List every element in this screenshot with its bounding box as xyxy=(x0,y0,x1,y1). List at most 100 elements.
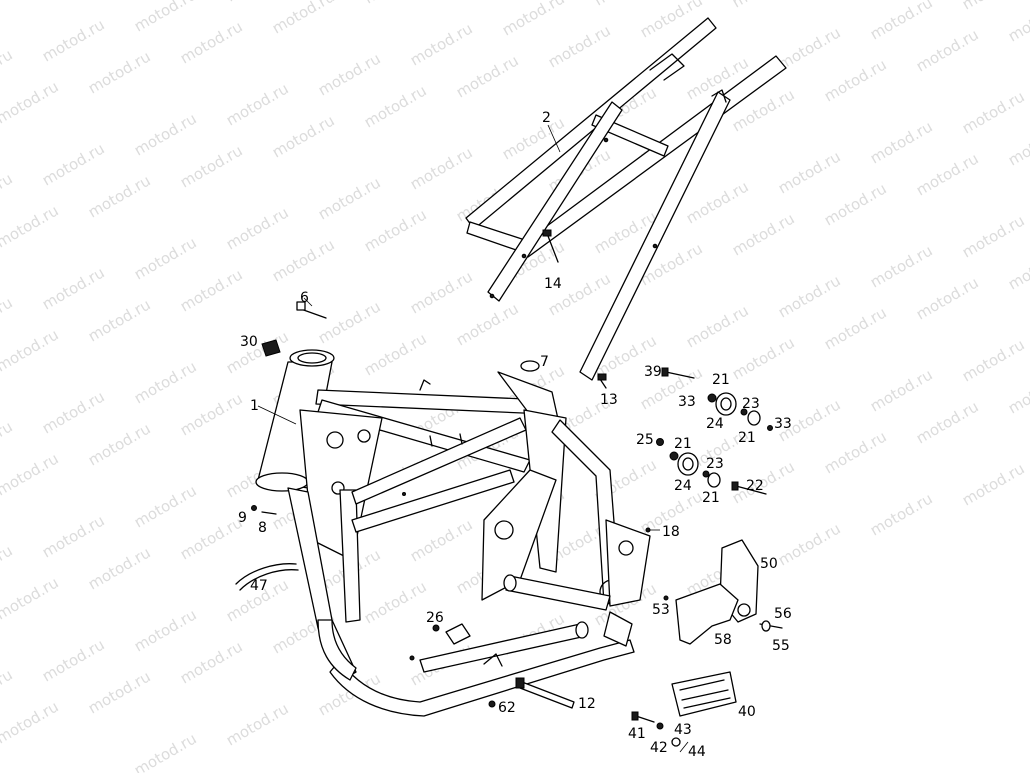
watermark-text: motod.ru xyxy=(407,19,476,69)
watermark-text: motod.ru xyxy=(223,79,292,129)
watermark-text: motod.ru xyxy=(453,299,522,349)
watermark-text: motod.ru xyxy=(131,729,200,773)
watermark-text: motod.ru xyxy=(315,49,384,99)
callout-24b: 24 xyxy=(674,478,692,494)
watermark-text: motod.ru xyxy=(269,0,338,37)
watermark-text: motod.ru xyxy=(913,397,982,447)
watermark-text: motod.ru xyxy=(1005,119,1030,169)
callout-26: 26 xyxy=(426,610,444,626)
watermark-text: motod.ru xyxy=(177,17,246,67)
watermark-text: motod.ru xyxy=(775,519,844,569)
watermark-text: motod.ru xyxy=(361,577,430,627)
watermark-text: motod.ru xyxy=(39,387,108,437)
watermark-text: motod.ru xyxy=(177,389,246,439)
rear-subframe xyxy=(465,17,787,381)
watermark-text: motod.ru xyxy=(959,459,1028,509)
callout-56: 56 xyxy=(774,606,792,622)
callout-21a: 21 xyxy=(712,372,730,388)
callout-labels: 1 2 6 7 8 9 12 13 14 18 21 21 21 21 22 2… xyxy=(238,110,792,760)
watermark-text: motod.ru xyxy=(775,147,844,197)
watermark-text: motod.ru xyxy=(867,365,936,415)
watermark-text: motod.ru xyxy=(959,335,1028,385)
watermark-text: motod.ru xyxy=(591,0,660,9)
watermark-text: motod.ru xyxy=(269,235,338,285)
callout-9: 9 xyxy=(238,510,247,526)
watermark-text: motod.ru xyxy=(867,241,936,291)
callout-14: 14 xyxy=(544,276,562,292)
watermark-text: motod.ru xyxy=(39,511,108,561)
watermark-text: motod.ru xyxy=(959,0,1028,13)
callout-2: 2 xyxy=(542,110,551,126)
watermark-text: motod.ru xyxy=(821,55,890,105)
watermark-text: motod.ru xyxy=(959,87,1028,137)
watermark-text: motod.ru xyxy=(85,47,154,97)
watermark-text: motod.ru xyxy=(0,541,16,591)
watermark-text: motod.ru xyxy=(867,489,936,539)
watermark-text: motod.ru xyxy=(39,15,108,65)
watermark-text: motod.ru xyxy=(223,699,292,749)
callout-50: 50 xyxy=(760,556,778,572)
watermark-text: motod.ru xyxy=(39,635,108,685)
small-parts xyxy=(235,229,783,753)
watermark-text: motod.ru xyxy=(913,149,982,199)
watermark-text: motod.ru xyxy=(315,297,384,347)
callout-44: 44 xyxy=(688,744,706,760)
watermark-text: motod.ru xyxy=(361,205,430,255)
callout-39: 39 xyxy=(644,364,662,380)
watermark-text: motod.ru xyxy=(131,605,200,655)
watermark-text: motod.ru xyxy=(177,141,246,191)
watermark-text: motod.ru xyxy=(913,273,982,323)
watermark-text: motod.ru xyxy=(453,51,522,101)
callout-23b: 23 xyxy=(706,456,724,472)
watermark-text: motod.ru xyxy=(913,25,982,75)
callout-13: 13 xyxy=(600,392,618,408)
watermark-text: motod.ru xyxy=(729,333,798,383)
watermark-text: motod.ru xyxy=(39,263,108,313)
callout-21d: 21 xyxy=(702,490,720,506)
callout-8: 8 xyxy=(258,520,267,536)
callout-41: 41 xyxy=(628,726,646,742)
callout-21b: 21 xyxy=(738,430,756,446)
watermark-text: motod.ru xyxy=(775,23,844,73)
watermark-text: motod.ru xyxy=(223,203,292,253)
watermark-text: motod.ru xyxy=(0,665,16,715)
watermark-text: motod.ru xyxy=(0,417,16,467)
watermark-text: motod.ru xyxy=(131,481,200,531)
watermark-text: motod.ru xyxy=(0,169,16,219)
watermark-text: motod.ru xyxy=(131,0,200,35)
watermark-text: motod.ru xyxy=(0,449,62,499)
callout-7: 7 xyxy=(540,354,549,370)
watermark-text: motod.ru xyxy=(223,0,292,5)
callout-18: 18 xyxy=(662,524,680,540)
watermark-text: motod.ru xyxy=(1005,243,1030,293)
watermark-text: motod.ru xyxy=(821,303,890,353)
watermark-text: motod.ru xyxy=(407,143,476,193)
watermark-text: motod.ru xyxy=(85,419,154,469)
watermark-text: motod.ru xyxy=(959,211,1028,261)
watermark-text: motod.ru xyxy=(0,293,16,343)
watermark-text: motod.ru xyxy=(867,117,936,167)
watermark-text: motod.ru xyxy=(0,325,62,375)
watermark-text: motod.ru xyxy=(0,77,62,127)
callout-22: 22 xyxy=(746,478,764,494)
callout-33a: 33 xyxy=(678,394,696,410)
watermark-text: motod.ru xyxy=(1005,367,1030,417)
watermark-text: motod.ru xyxy=(821,427,890,477)
watermark-text: motod.ru xyxy=(0,0,62,3)
watermark-text: motod.ru xyxy=(729,0,798,11)
callout-6: 6 xyxy=(300,290,309,306)
callout-23a: 23 xyxy=(742,396,760,412)
watermark-text: motod.ru xyxy=(867,0,936,43)
watermark-text: motod.ru xyxy=(0,697,62,747)
watermark-text: motod.ru xyxy=(361,81,430,131)
watermark-text: motod.ru xyxy=(361,0,430,7)
watermark-text: motod.ru xyxy=(729,209,798,259)
callout-53: 53 xyxy=(652,602,670,618)
watermark-text: motod.ru xyxy=(0,201,62,251)
watermark-text: motod.ru xyxy=(407,515,476,565)
watermark-text: motod.ru xyxy=(85,667,154,717)
watermark-text: motod.ru xyxy=(131,233,200,283)
watermark-text: motod.ru xyxy=(683,177,752,227)
callout-62: 62 xyxy=(498,700,516,716)
watermark-text: motod.ru xyxy=(407,267,476,317)
